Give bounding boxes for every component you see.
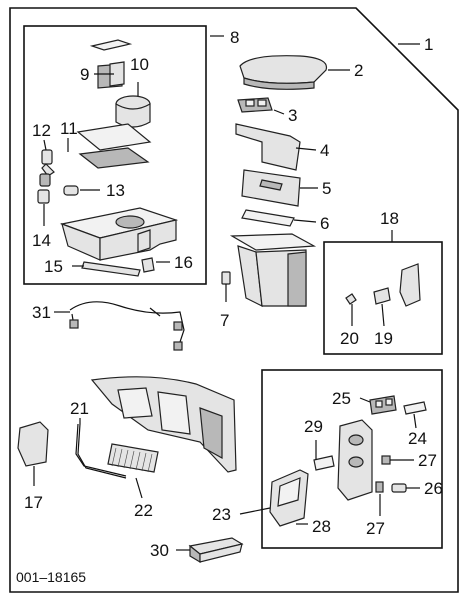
callout-13: 13 bbox=[106, 181, 125, 200]
part-19-pad bbox=[373, 287, 391, 305]
leader-lines bbox=[33, 35, 420, 551]
callout-17: 17 bbox=[24, 493, 43, 512]
callout-18: 18 bbox=[380, 209, 399, 228]
callout-25: 25 bbox=[332, 389, 351, 408]
part-30-bracket bbox=[188, 537, 244, 564]
callout-15: 15 bbox=[44, 257, 63, 276]
part-22-grille bbox=[107, 443, 159, 473]
part-6-pad bbox=[241, 209, 295, 227]
callout-8: 8 bbox=[230, 28, 239, 47]
callout-9: 9 bbox=[80, 65, 89, 84]
part-3-latch bbox=[237, 97, 273, 113]
reference-number: 001–18165 bbox=[16, 569, 86, 585]
callout-22: 22 bbox=[134, 501, 153, 520]
callout-11: 11 bbox=[60, 119, 78, 138]
part-4-bracket bbox=[235, 123, 301, 171]
part-13-bulb bbox=[63, 185, 79, 196]
callout-7: 7 bbox=[220, 311, 229, 330]
part-27-nut bbox=[375, 455, 391, 493]
part-7-bolt bbox=[221, 271, 231, 285]
callout-14: 14 bbox=[32, 231, 51, 250]
callout-12: 12 bbox=[32, 121, 51, 140]
part-25-switch bbox=[369, 395, 397, 415]
part-31-harness bbox=[69, 301, 185, 351]
part-16-clip bbox=[141, 257, 155, 273]
callout-31: 31 bbox=[32, 303, 51, 322]
callout-30: 30 bbox=[150, 541, 169, 560]
callout-20: 20 bbox=[340, 329, 359, 348]
part-storage-bin bbox=[229, 233, 317, 308]
callout-27a: 27 bbox=[418, 451, 437, 470]
part-5-door bbox=[241, 169, 301, 207]
outer-frame bbox=[9, 7, 459, 593]
callout-19: 19 bbox=[374, 329, 393, 348]
part-15-strip bbox=[81, 261, 141, 277]
part-29-trim bbox=[313, 455, 335, 471]
callout-21: 21 bbox=[70, 399, 89, 418]
part-lower-console bbox=[90, 376, 237, 473]
part-21-rod bbox=[75, 423, 127, 479]
callout-23: 23 bbox=[212, 505, 231, 524]
callout-1: 1 bbox=[424, 35, 433, 54]
part-11-mat bbox=[76, 123, 152, 169]
part-9-clip bbox=[89, 39, 133, 89]
part-center-panel bbox=[337, 419, 373, 501]
part-tray-insert bbox=[59, 207, 179, 261]
part-2-lid bbox=[239, 55, 328, 90]
callout-2: 2 bbox=[354, 61, 363, 80]
callout-6: 6 bbox=[320, 214, 329, 233]
part-10-cup-holder bbox=[115, 95, 151, 128]
part-23-bezel bbox=[269, 469, 309, 527]
part-14-socket bbox=[37, 173, 51, 204]
part-24-cover bbox=[403, 401, 427, 415]
callout-24: 24 bbox=[408, 429, 427, 448]
callout-27b: 27 bbox=[366, 519, 385, 538]
group-box-23 bbox=[261, 369, 443, 549]
group-box-8 bbox=[23, 25, 207, 285]
callout-29: 29 bbox=[304, 417, 323, 436]
part-12-bulb bbox=[41, 149, 55, 177]
callout-5: 5 bbox=[322, 179, 331, 198]
callout-28: 28 bbox=[312, 517, 331, 536]
callout-26: 26 bbox=[424, 479, 443, 498]
part-17-pad bbox=[17, 421, 49, 467]
part-20-clip bbox=[345, 293, 357, 305]
callout-3: 3 bbox=[288, 106, 297, 125]
group-box-18 bbox=[323, 241, 443, 355]
callout-10: 10 bbox=[130, 55, 149, 74]
part-26-screw bbox=[391, 483, 407, 493]
part-18-bracket bbox=[399, 263, 421, 307]
callout-16: 16 bbox=[174, 253, 193, 272]
callout-4: 4 bbox=[320, 141, 329, 160]
